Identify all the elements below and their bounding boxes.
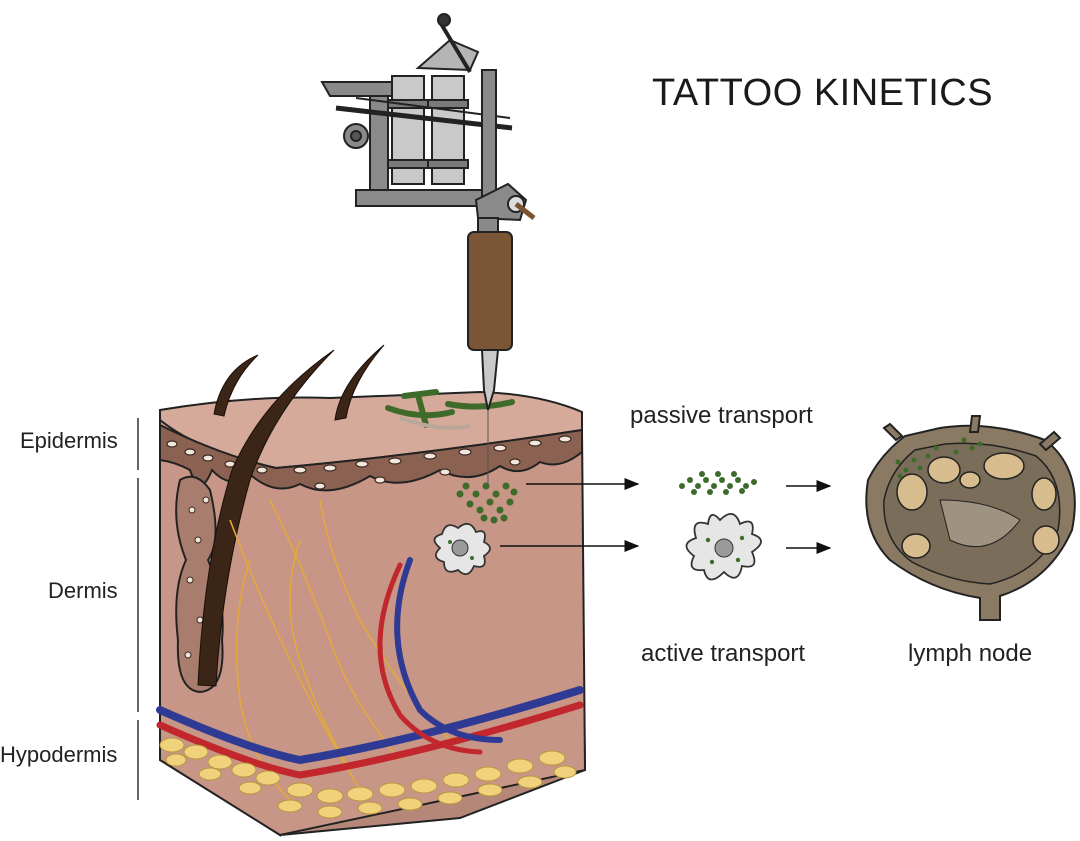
label-passive-transport: passive transport <box>630 402 813 429</box>
hypodermis-fat <box>159 737 577 819</box>
hair-icon <box>197 344 385 687</box>
anchor-tattoo-icon <box>385 389 515 428</box>
label-dermis: Dermis <box>48 578 118 603</box>
ink-particles-icon <box>456 482 518 524</box>
label-hypodermis: Hypodermis <box>0 742 118 767</box>
blood-vessels <box>156 557 584 779</box>
passive-ink-particles <box>679 471 757 495</box>
macrophage-icon <box>433 522 491 576</box>
motion-arrow <box>399 416 471 430</box>
label-lymph-node: lymph node <box>908 640 1033 667</box>
arrow-icon <box>500 478 832 554</box>
active-macrophage-icon <box>685 513 762 581</box>
diagram-title: TATTOO KINETICS <box>652 72 994 114</box>
epidermis-layer <box>159 423 583 492</box>
label-active-transport: active transport <box>641 640 806 667</box>
tattoo-machine-icon <box>320 13 536 486</box>
label-epidermis: Epidermis <box>20 428 118 453</box>
lymph-node-icon <box>865 415 1076 621</box>
